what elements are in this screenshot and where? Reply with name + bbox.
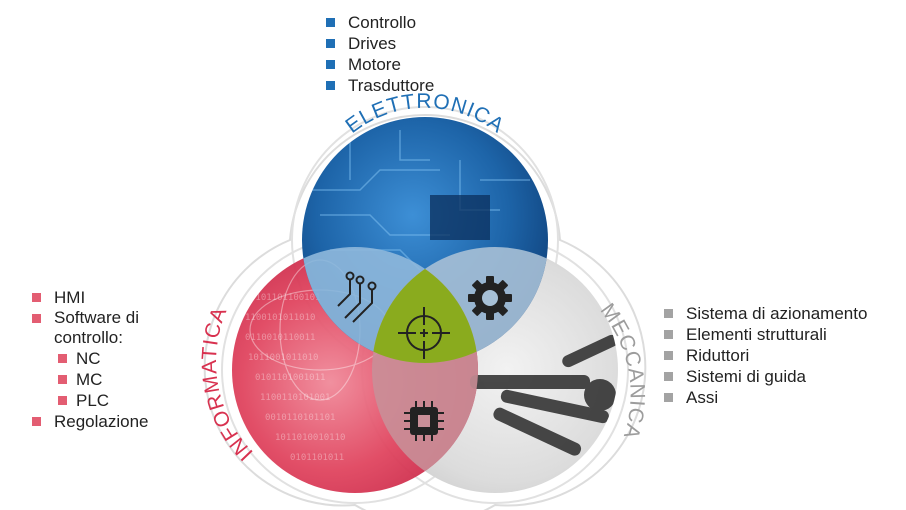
list-item: Sistemi di guida [660,366,867,387]
svg-text:0101101011: 0101101011 [290,453,344,463]
bullet-square-icon [326,18,335,27]
list-item: Controllo [322,12,434,33]
bullet-square-icon [326,39,335,48]
list-item: Motore [322,54,434,75]
elettronica-list: Controllo Drives Motore Trasduttore [322,12,434,96]
list-item: Elementi strutturali [660,324,867,345]
list-item: Software di controllo: [28,308,164,348]
meccanica-list: Sistema di azionamento Elementi struttur… [660,303,867,408]
center-overlap [372,247,478,363]
svg-text:1011001011010: 1011001011010 [248,353,318,363]
bullet-square-icon [664,351,673,360]
bullet-square-icon [664,309,673,318]
bullet-square-icon [58,396,67,405]
list-item: Drives [322,33,434,54]
crosshair-icon [398,307,450,359]
bullet-square-icon [32,293,41,302]
bullet-square-icon [326,81,335,90]
gear-icon [468,276,512,320]
bullet-square-icon [326,60,335,69]
svg-text:1100101011010: 1100101011010 [245,313,315,323]
bullet-square-icon [58,375,67,384]
svg-text:1011010010110: 1011010010110 [275,433,345,443]
list-item: HMI [28,287,164,308]
svg-text:0101101001011: 0101101001011 [255,373,325,383]
bullet-square-icon [58,354,67,363]
list-item: PLC [28,390,164,411]
svg-text:0101101100101: 0101101100101 [250,293,320,303]
list-item: Assi [660,387,867,408]
circuit-icon [337,271,377,323]
chip-icon [404,401,444,441]
list-item: Riduttori [660,345,867,366]
bullet-square-icon [664,393,673,402]
bullet-square-icon [32,314,41,323]
informatica-list: HMI Software di controllo: NC MC PLC Reg… [28,287,164,432]
list-item: MC [28,369,164,390]
list-item: Sistema di azionamento [660,303,867,324]
list-item: Trasduttore [322,75,434,96]
svg-text:0110010110011: 0110010110011 [245,333,315,343]
svg-text:0010110101101: 0010110101101 [265,413,335,423]
bullet-square-icon [664,372,673,381]
list-item: Regolazione [28,411,164,432]
svg-text:1100110101001: 1100110101001 [260,393,330,403]
bullet-square-icon [664,330,673,339]
list-item: NC [28,348,164,369]
bullet-square-icon [32,417,41,426]
